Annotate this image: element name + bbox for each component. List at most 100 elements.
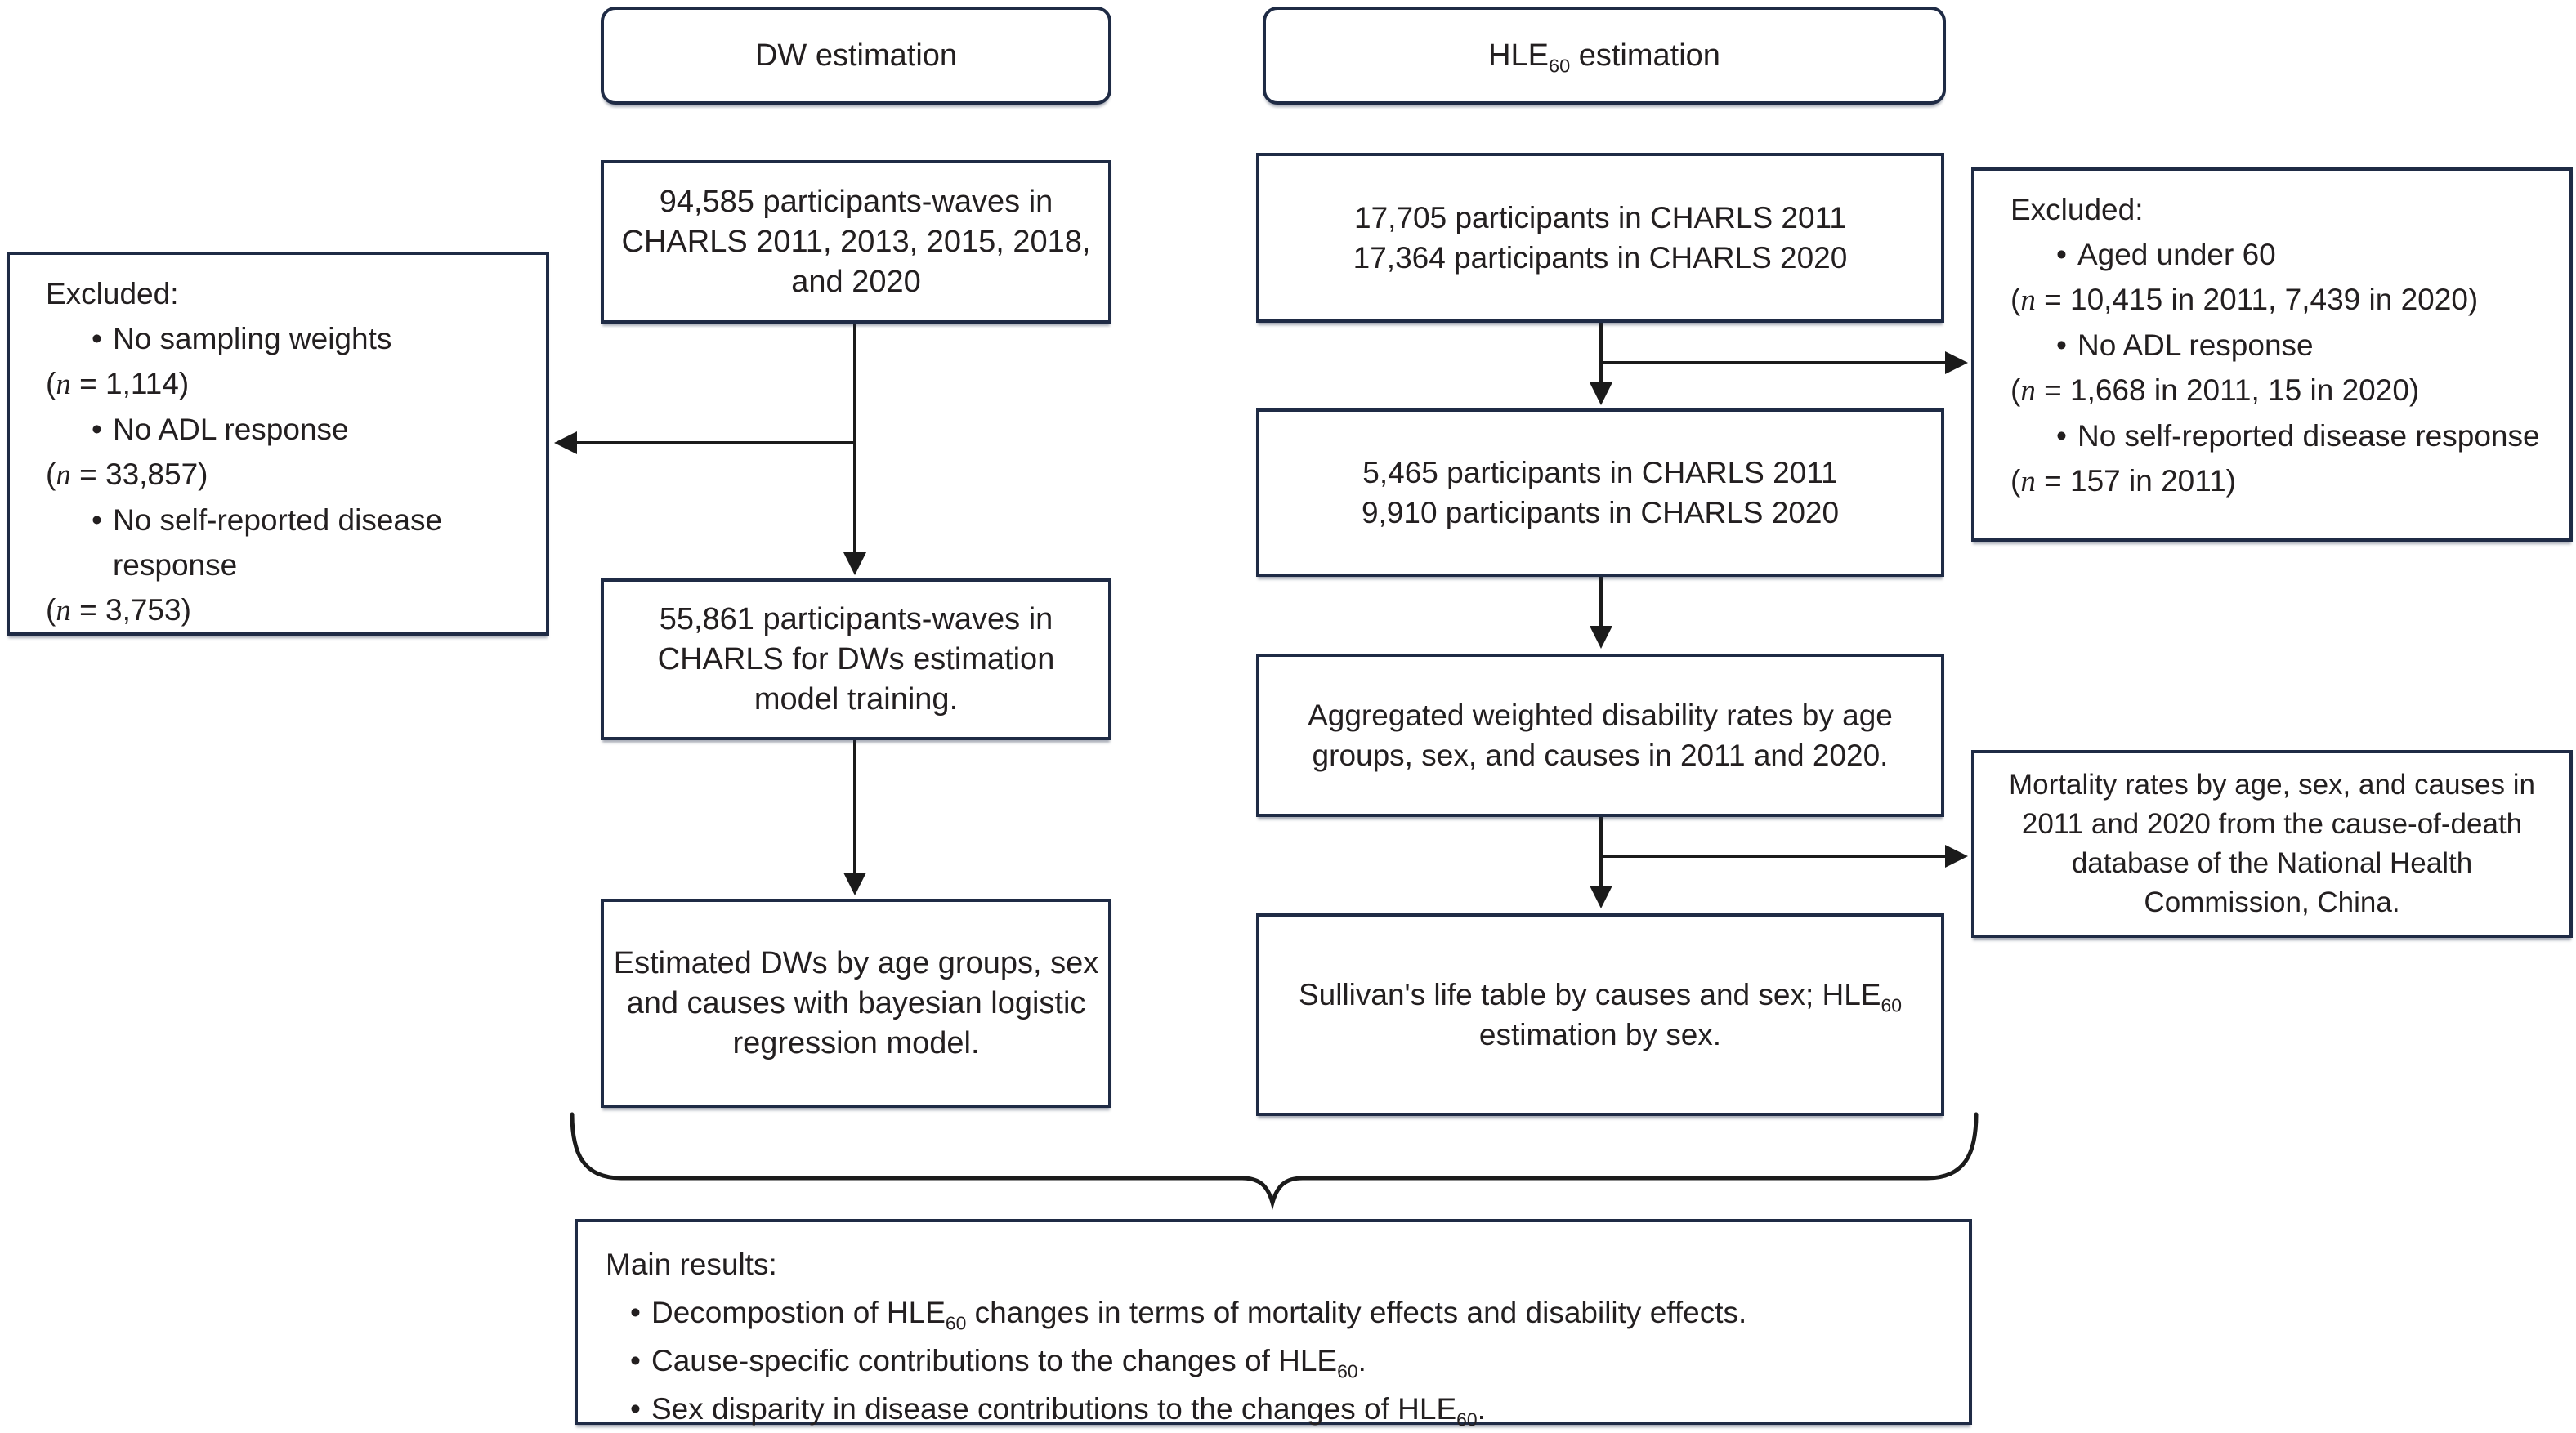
text-line: and 2020 [791,264,921,299]
text-line: Aggregated weighted disability rates by … [1308,699,1893,732]
text-line: database of the National Health [2071,847,2473,879]
bullet-icon: • [2056,419,2067,453]
text-line: Mortality rates by age, sex, and causes … [2009,769,2535,801]
excluded-item-label: No sampling weights [112,322,392,355]
text-line: CHARLS for DWs estimation [657,641,1055,676]
text-line: regression model. [732,1025,980,1060]
box-sullivan-life-table: Sullivan's life table by causes and sex;… [1256,913,1944,1116]
excluded-item-bullet: • No ADL response [46,407,534,452]
note-text: = 33,857) [70,458,208,491]
box-dws-model-training: 55,861 participants-waves in CHARLS for … [601,578,1111,740]
excluded-item-note: (n = 10,415 in 2011, 7,439 in 2020) [2010,277,2558,323]
excluded-item-label: No self-reported disease response [112,503,443,582]
n-symbol: n [56,458,71,492]
bullet-icon: • [630,1296,641,1329]
note-text: = 1,668 in 2011, 15 in 2020) [2035,373,2420,407]
bullet-text-pre: Decompostion of HLE [651,1296,946,1329]
excluded-item-note: (n = 1,114) [46,361,534,407]
bullet-icon: • [92,322,102,355]
curly-brace [570,1112,1979,1211]
hle-label-post: estimation [1570,38,1720,73]
arrowhead-down-estimated [843,873,866,895]
excluded-item-bullet: • No self-reported disease response [46,498,534,587]
hle-estimation-header: HLE60 estimation [1263,7,1946,105]
arrowhead-right-mortality [1945,845,1968,868]
n-symbol: n [2020,283,2036,317]
main-results-box: Main results: • Decompostion of HLE60 cha… [575,1219,1972,1429]
text-line: Sullivan's life table by causes and sex;… [1299,975,1902,1015]
bullet-text-sub: 60 [945,1312,967,1334]
bullet-icon: • [92,503,102,537]
excluded-item-note: (n = 157 in 2011) [2010,458,2558,504]
bullet-text: Cause-specific contributions to the chan… [651,1337,1366,1385]
bullet-text-post: . [1357,1344,1366,1377]
box-mortality-rates: Mortality rates by age, sex, and causes … [1971,750,2573,938]
excluded-title: Excluded: [46,277,179,310]
bullet-text-sub: 60 [1456,1408,1478,1431]
dw-excluded-box: Excluded: •No sampling weights (n = 1,11… [7,252,549,636]
excluded-item-label: No self-reported disease response [2077,419,2540,453]
main-results-title: Main results: [606,1248,777,1281]
sullivan-line-pre: Sullivan's life table by causes and sex;… [1298,978,1881,1011]
paren: ( [46,593,56,627]
text-line: Commission, China. [2144,886,2400,918]
excluded-item-label: No ADL response [2077,328,2314,362]
note-text: = 1,114) [70,367,190,400]
excluded-item-note: (n = 3,753) [46,587,534,633]
bullet-icon: • [2056,328,2067,362]
sullivan-line-sub: 60 [1881,994,1903,1016]
hle-label-pre: HLE [1488,38,1549,73]
arrowhead-down-disability [1590,626,1612,649]
n-symbol: n [2020,465,2036,498]
box-charls-participants-waves: 94,585 participants-waves in CHARLS 2011… [601,160,1111,324]
excluded-item-bullet: • No sampling weights [46,316,534,361]
paren: ( [2010,283,2021,316]
main-results-bullet: • Cause-specific contributions to the cha… [606,1337,1952,1385]
text-line: groups, sex, and causes in 2011 and 2020… [1312,739,1889,772]
arrowhead-down-sullivan [1590,886,1612,908]
bullet-text: Decompostion of HLE60 changes in terms o… [651,1288,1746,1337]
excluded-item-label: Aged under 60 [2077,238,2276,271]
dw-header-label: DW estimation [754,38,958,73]
excluded-item-bullet: •Aged under 60 [2010,232,2558,277]
n-symbol: n [56,368,71,401]
box-hle-participants: 17,705 participants in CHARLS 2011 17,36… [1256,153,1944,323]
text-line: 9,910 participants in CHARLS 2020 [1361,496,1840,529]
text-line: 55,861 participants-waves in [659,601,1053,636]
hle-excluded-box: Excluded: •Aged under 60 (n = 10,415 in … [1971,167,2573,542]
main-results-bullet: •Sex disparity in disease contributions … [606,1385,1952,1433]
note-text: = 10,415 in 2011, 7,439 in 2020) [2035,283,2479,316]
arrowhead-down-eligible [1590,382,1612,405]
note-text: = 3,753) [70,593,191,627]
text-line: CHARLS 2011, 2013, 2015, 2018, [621,224,1091,259]
paren: ( [2010,464,2021,498]
text-line: 17,364 participants in CHARLS 2020 [1353,241,1848,275]
text-line: model training. [754,681,959,716]
hle-label-sub: 60 [1548,55,1571,77]
bullet-text-post: . [1477,1392,1486,1426]
arrowhead-right-excluded [1945,351,1968,374]
bullet-icon: • [630,1344,641,1377]
text-line: 2011 and 2020 from the cause-of-death [2021,808,2523,840]
bullet-text-pre: Cause-specific contributions to the chan… [651,1344,1338,1377]
excluded-item-label: No ADL response [112,413,349,446]
note-text: = 157 in 2011) [2035,464,2236,498]
paren: ( [46,367,56,400]
main-results-bullet: • Decompostion of HLE60 changes in terms … [606,1288,1952,1337]
text-line: and causes with bayesian logistic [626,985,1086,1020]
text-line: Estimated DWs by age groups, sex [613,945,1099,980]
arrowhead-down-training [843,552,866,575]
paren: ( [2010,373,2021,407]
excluded-item-bullet: • No ADL response [2010,323,2558,368]
excluded-item-bullet: • No self-reported disease response [2010,413,2558,458]
bullet-icon: • [92,413,102,446]
bullet-text-sub: 60 [1337,1360,1358,1382]
box-eligible-participants: 5,465 participants in CHARLS 2011 9,910 … [1256,408,1944,577]
excluded-title: Excluded: [2010,193,2144,226]
excluded-item-note: (n = 1,668 in 2011, 15 in 2020) [2010,368,2558,413]
dw-estimation-header: DW estimation [601,7,1111,105]
excluded-item-note: (n = 33,857) [46,452,534,498]
bullet-text-pre: Sex disparity in disease contributions t… [651,1392,1457,1426]
box-disability-rates: Aggregated weighted disability rates by … [1256,654,1944,817]
paren: ( [46,458,56,491]
